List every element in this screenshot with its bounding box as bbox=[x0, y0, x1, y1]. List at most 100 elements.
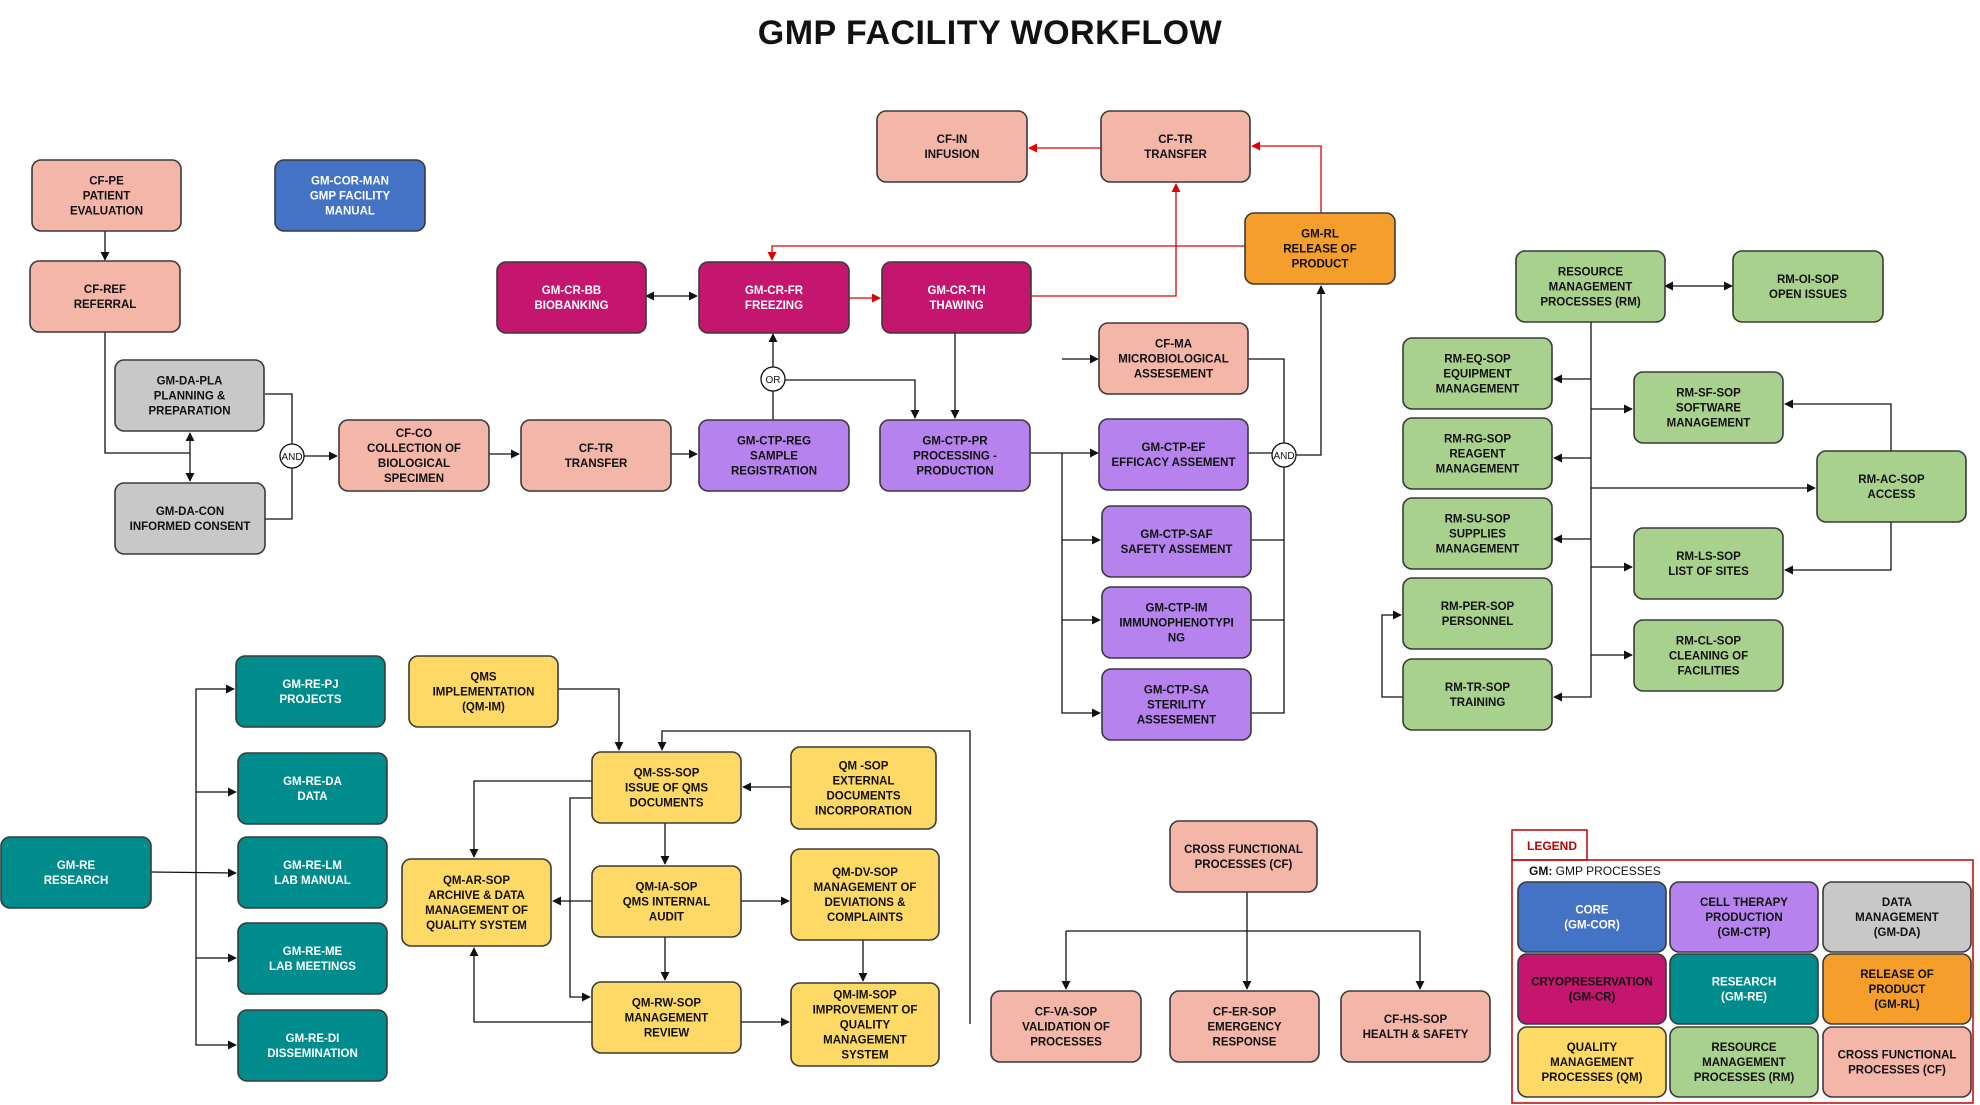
node-gm-re-me-line-2: LAB MEETINGS bbox=[269, 961, 356, 973]
node-rm-eq-line-2: EQUIPMENT bbox=[1443, 369, 1511, 381]
node-gm-ctp-sa-line-3: ASSESEMENT bbox=[1137, 715, 1216, 727]
arrow-or-pr bbox=[783, 379, 920, 419]
node-gm-re-me[interactable]: GM-RE-ME LAB MEETINGS bbox=[237, 922, 388, 995]
node-gm-re-me-line-1: GM-RE-ME bbox=[283, 946, 343, 958]
node-qm-sop-line-1: QM -SOP bbox=[839, 761, 889, 773]
node-box bbox=[698, 419, 850, 492]
node-cf-pe-line-3: EVALUATION bbox=[70, 206, 143, 218]
node-qm-rw-line-3: REVIEW bbox=[644, 1028, 690, 1040]
node-rm-line-1: RESOURCE bbox=[1558, 267, 1624, 279]
node-qm-ia-line-1: QM-IA-SOP bbox=[636, 882, 698, 894]
legend-item-rm-line-1: RESOURCE bbox=[1711, 1042, 1777, 1054]
arrow-rm-tr bbox=[1553, 322, 1592, 702]
node-box bbox=[235, 655, 386, 728]
node-cf-tr1-line-2: TRANSFER bbox=[565, 458, 628, 470]
legend-item-ctp-line-3: (GM-CTP) bbox=[1717, 927, 1770, 939]
node-gm-ctp-ef-line-2: EFFICACY ASSEMENT bbox=[1112, 457, 1236, 469]
legend-swatch bbox=[1669, 881, 1819, 953]
node-qm-im-line-4: MANAGEMENT bbox=[823, 1035, 907, 1047]
node-cf-co-line-3: BIOLOGICAL bbox=[378, 458, 450, 470]
node-cf-er-line-2: EMERGENCY bbox=[1207, 1022, 1281, 1034]
node-box bbox=[876, 110, 1028, 183]
node-cf-co-line-1: CF-CO bbox=[396, 428, 432, 440]
node-box bbox=[1402, 497, 1553, 570]
node-box bbox=[1402, 417, 1553, 490]
node-cf-hs-line-1: CF-HS-SOP bbox=[1384, 1014, 1448, 1026]
node-box bbox=[1402, 658, 1553, 731]
node-gm-rl-line-3: PRODUCT bbox=[1292, 259, 1349, 271]
node-qm-dv-line-1: QM-DV-SOP bbox=[832, 867, 898, 879]
node-gm-cr-bb-line-2: BIOBANKING bbox=[534, 300, 608, 312]
node-rm-eq-line-3: MANAGEMENT bbox=[1436, 384, 1520, 396]
node-box bbox=[520, 419, 672, 492]
node-cf-tr1[interactable]: CF-TR TRANSFER bbox=[520, 419, 672, 492]
node-cf-va-line-3: PROCESSES bbox=[1030, 1037, 1102, 1049]
node-box bbox=[237, 1009, 388, 1082]
node-box bbox=[591, 981, 742, 1054]
legend-item-qm-line-2: MANAGEMENT bbox=[1550, 1057, 1634, 1069]
node-box bbox=[114, 482, 266, 555]
legend-tab bbox=[1511, 829, 1588, 861]
legend-item-rl-line-1: RELEASE OF bbox=[1860, 969, 1933, 981]
arrow-ac-ls bbox=[1784, 522, 1892, 575]
node-box bbox=[237, 922, 388, 995]
node-cf-tr1-line-1: CF-TR bbox=[579, 443, 614, 455]
node-gm-ctp-reg-line-2: SAMPLE bbox=[750, 451, 798, 463]
arrow-re-pj bbox=[195, 684, 235, 872]
arrow-re-lm bbox=[150, 868, 237, 878]
node-gm-rl-line-1: GM-RL bbox=[1301, 229, 1339, 241]
arrow-th-tr2 bbox=[1031, 183, 1181, 297]
node-qm-ar-line-1: QM-AR-SOP bbox=[443, 875, 510, 887]
node-cf-in-line-2: INFUSION bbox=[925, 149, 980, 161]
legend-item-ctp-line-1: CELL THERAPY bbox=[1700, 897, 1788, 909]
